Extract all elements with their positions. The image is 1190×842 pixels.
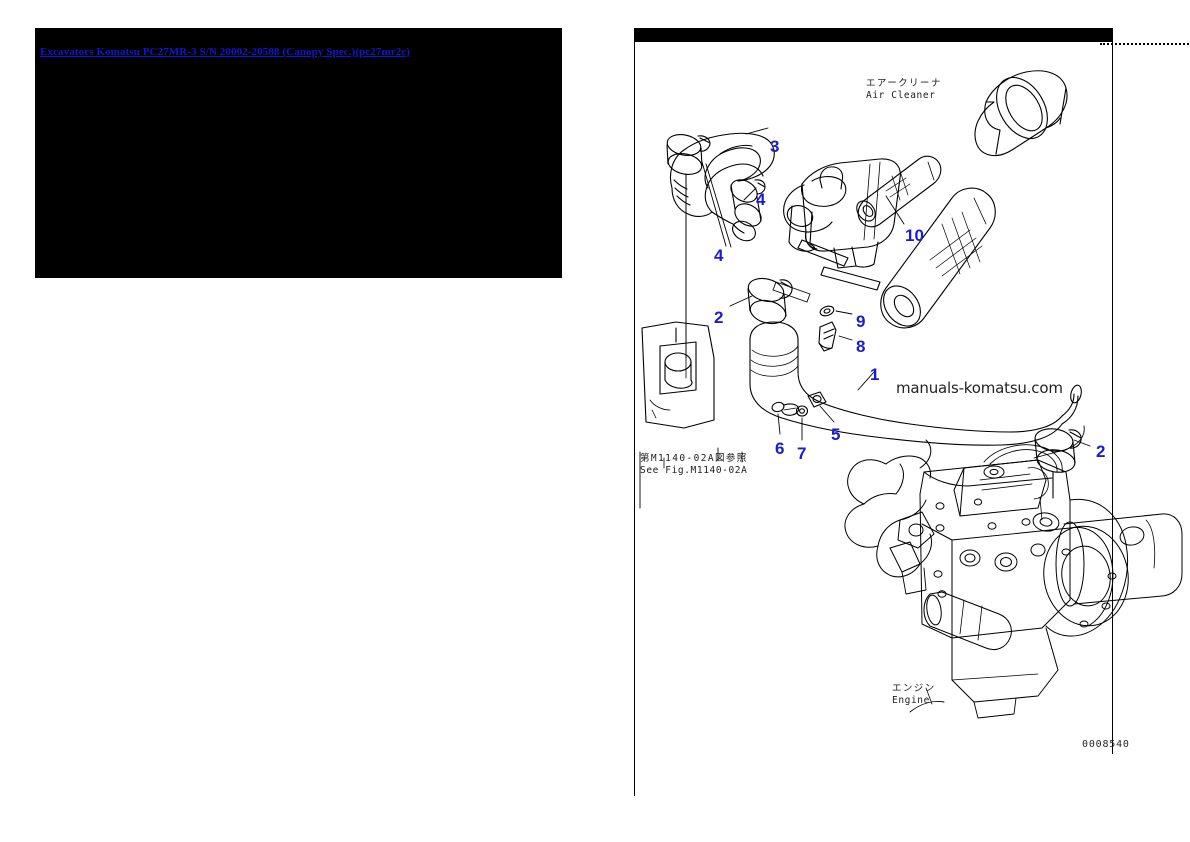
callout-leader-lines <box>663 127 1091 469</box>
part-callout-4: 4 <box>756 190 766 209</box>
site-watermark: manuals-komatsu.com <box>896 379 1063 397</box>
part-filter-element-large <box>880 187 996 329</box>
part-2-clamp-centre <box>747 277 793 325</box>
part-2-clamp-right <box>1034 428 1082 499</box>
part-5-bracket <box>807 391 827 408</box>
part-callout-3: 3 <box>770 137 780 156</box>
see-fig-note-jp: 第M1140-02A図参照 <box>640 453 748 464</box>
part-air-cleaner-cover <box>974 70 1068 157</box>
part-callout-2: 2 <box>714 308 724 327</box>
document-title-link[interactable]: Excavators Komatsu PC27MR-3 S/N 20002-20… <box>40 46 411 58</box>
air-cleaner-line-drawing <box>639 70 1183 719</box>
part-4-clamp-upper <box>730 179 766 227</box>
part-callout-5: 5 <box>831 425 841 444</box>
diagram-right-border <box>1112 28 1114 754</box>
air-cleaner-title-jp: エアークリーナ <box>866 78 942 89</box>
part-support-bracket <box>641 321 715 429</box>
figure-code: 0008540 <box>1082 739 1130 750</box>
part-1-air-intake-hose <box>749 321 1082 446</box>
part-callout-10: 10 <box>905 226 924 245</box>
see-fig-note-en: See Fig.M1140-02A <box>640 465 748 476</box>
parts-diagram-panel: エアークリーナ Air Cleaner 第M1140-02A図参照 See Fi… <box>634 28 1190 796</box>
engine-assembly <box>844 425 1183 719</box>
part-8-bolt <box>818 321 837 352</box>
part-6-clip <box>771 401 800 416</box>
part-4-clamp-left <box>666 134 711 175</box>
engine-label-jp: エンジン <box>892 683 936 694</box>
part-7-washer <box>795 405 809 417</box>
part-callout-1: 1 <box>870 365 880 384</box>
part-air-duct-seal-strips <box>772 239 881 303</box>
diagram-left-border <box>634 28 636 796</box>
diagram-dotted-top-rule <box>1100 43 1190 47</box>
part-callout-4: 4 <box>714 246 724 265</box>
part-air-cleaner-body <box>783 158 901 269</box>
part-10-filter-element <box>856 155 942 228</box>
engine-label-en: Engine <box>892 695 930 706</box>
diagram-top-black-band <box>634 28 1112 42</box>
banner-panel: Excavators Komatsu PC27MR-3 S/N 20002-20… <box>35 28 562 278</box>
part-callout-9: 9 <box>856 312 866 331</box>
part-callout-6: 6 <box>775 439 785 458</box>
air-cleaner-title-en: Air Cleaner <box>866 90 936 101</box>
part-callout-2: 2 <box>1096 442 1106 461</box>
see-fig-caption-rule <box>639 447 719 509</box>
part-callout-7: 7 <box>797 444 807 463</box>
part-9-washer <box>819 305 835 317</box>
part-callout-8: 8 <box>856 337 866 356</box>
